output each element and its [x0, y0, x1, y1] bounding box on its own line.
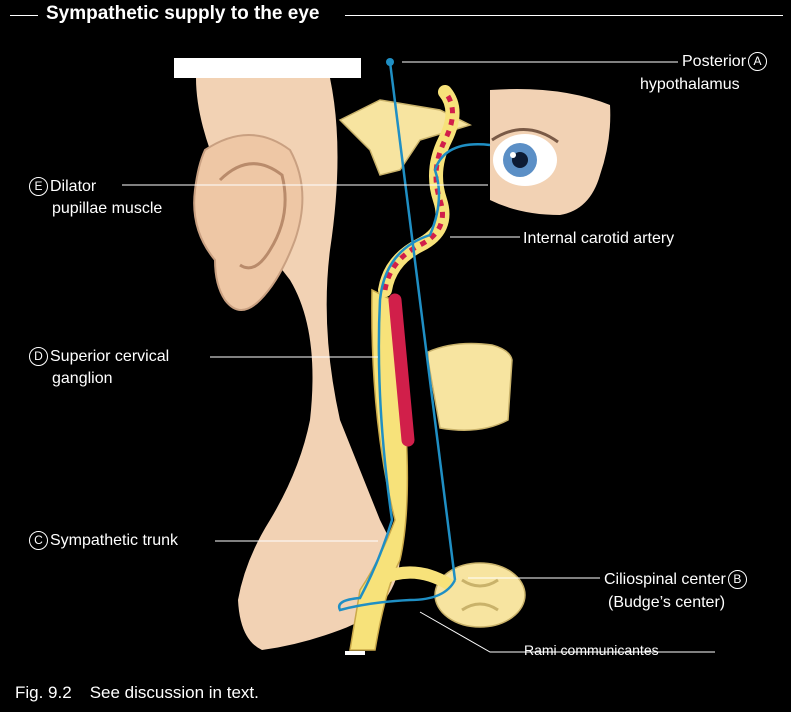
label-B-line1: Ciliospinal center	[604, 571, 726, 588]
caption-text: See discussion in text.	[90, 683, 259, 702]
spinal-cord-section	[435, 563, 525, 627]
label-C-line1: Sympathetic trunk	[50, 532, 178, 549]
caption-fig-number: Fig. 9.2	[15, 683, 72, 702]
label-A-letter: A	[748, 52, 767, 71]
label-rami: Rami communicantes	[524, 641, 659, 660]
label-carotid: Internal carotid artery	[523, 229, 674, 248]
vertebra-upper	[428, 344, 512, 431]
redaction-box	[174, 58, 361, 78]
label-D-line1: Superior cervical	[50, 348, 169, 365]
label-E-line1: Dilator	[50, 178, 96, 195]
label-D-letter: D	[29, 347, 48, 366]
label-D-line2: ganglion	[52, 369, 113, 388]
label-A-line2: hypothalamus	[640, 75, 740, 94]
label-E-letter: E	[29, 177, 48, 196]
label-B-line2: (Budge’s center)	[608, 593, 725, 612]
label-E-line2: pupillae muscle	[52, 199, 162, 218]
label-A-line1: Posterior	[682, 53, 746, 70]
figure-caption: Fig. 9.2 See discussion in text.	[15, 683, 259, 703]
label-B-letter: B	[728, 570, 747, 589]
label-C-letter: C	[29, 531, 48, 550]
ear	[194, 135, 302, 310]
